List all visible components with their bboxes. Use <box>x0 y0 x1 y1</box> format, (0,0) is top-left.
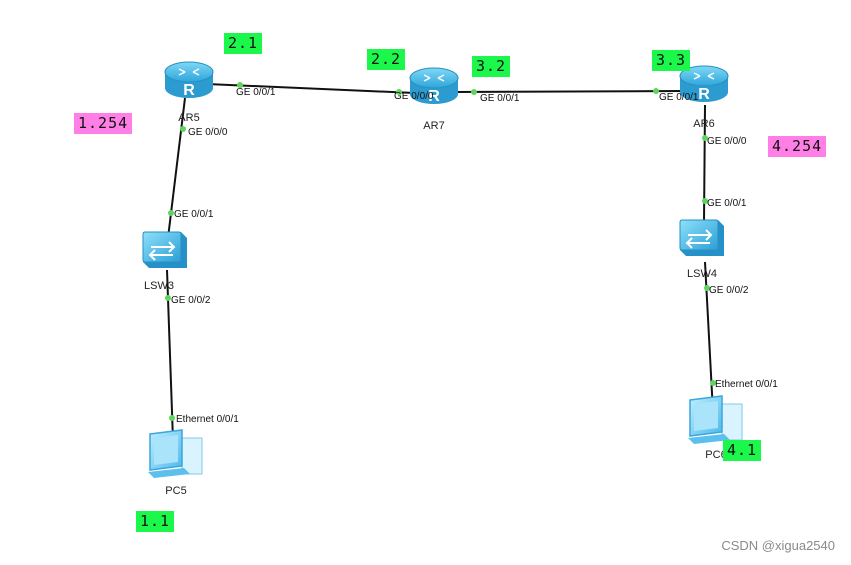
switch-icon <box>679 219 724 256</box>
port-label-pc5-eth: Ethernet 0/0/1 <box>176 414 239 425</box>
ip-label-ar6-wan: 3.3 <box>652 50 691 71</box>
router-ar6[interactable]: R AR6 <box>679 65 729 130</box>
port-dot <box>471 89 477 95</box>
port-label-ar6-ge001: GE 0/0/1 <box>659 92 699 103</box>
port-label-lsw3-ge001: GE 0/0/1 <box>174 209 214 220</box>
svg-text:R: R <box>183 82 195 99</box>
port-dot <box>169 415 175 421</box>
router-ar5[interactable]: R AR5 <box>164 61 214 124</box>
pc-icon <box>688 395 743 444</box>
port-dot <box>237 82 243 88</box>
port-label-ar5-ge000: GE 0/0/0 <box>188 127 228 138</box>
link-ar7-ar6[interactable] <box>454 90 684 93</box>
port-dot <box>168 210 174 216</box>
port-label-pc6-eth: Ethernet 0/0/1 <box>715 379 778 390</box>
pc-pc6[interactable]: PC6 <box>688 395 743 461</box>
links <box>166 83 714 441</box>
router-ar7[interactable]: R AR7 <box>409 67 459 132</box>
device-label-ar6: AR6 <box>693 118 714 130</box>
port-label-lsw4-ge002: GE 0/0/2 <box>709 285 749 296</box>
port-dot <box>653 88 659 94</box>
svg-text:R: R <box>698 86 710 103</box>
router-icon: R <box>164 61 214 99</box>
port-dot <box>165 295 171 301</box>
device-label-lsw3: LSW3 <box>144 280 174 292</box>
port-dot <box>180 126 186 132</box>
port-dot <box>702 198 708 204</box>
port-label-ar6-ge000: GE 0/0/0 <box>707 136 747 147</box>
port-labels: GE 0/0/1 GE 0/0/0 GE 0/0/0 GE 0/0/1 GE 0… <box>171 87 778 425</box>
port-dot <box>710 380 716 386</box>
port-dots <box>165 82 716 421</box>
ip-label-ar5-lan: 1.254 <box>74 113 133 134</box>
ip-label-ar6-lan: 4.254 <box>768 136 827 157</box>
watermark: CSDN @xigua2540 <box>721 538 835 553</box>
pc-pc5[interactable]: PC5 <box>148 429 203 497</box>
switch-icon <box>142 231 187 268</box>
switch-lsw4[interactable]: LSW4 <box>679 219 724 280</box>
ip-label-ar7-left: 2.2 <box>367 49 406 70</box>
device-label-lsw4: LSW4 <box>687 268 717 280</box>
device-label-pc6: PC6 <box>705 449 726 461</box>
ip-label-ar5-wan: 2.1 <box>224 33 263 54</box>
port-label-ar5-ge001: GE 0/0/1 <box>236 87 276 98</box>
router-icon: R <box>679 65 729 103</box>
device-label-pc5: PC5 <box>165 485 186 497</box>
port-dot <box>702 135 708 141</box>
port-dot <box>396 89 402 95</box>
port-label-ar7-ge001: GE 0/0/1 <box>480 93 520 104</box>
port-label-lsw3-ge002: GE 0/0/2 <box>171 295 211 306</box>
pc-icon <box>148 429 203 478</box>
switch-lsw3[interactable]: LSW3 <box>142 231 187 292</box>
ip-label-pc6: 4.1 <box>723 440 762 461</box>
svg-text:R: R <box>428 88 440 105</box>
port-label-ar7-ge000: GE 0/0/0 <box>394 91 434 102</box>
ip-label-pc5: 1.1 <box>136 511 175 532</box>
ip-label-ar7-right: 3.2 <box>472 56 511 77</box>
port-label-lsw4-ge001: GE 0/0/1 <box>707 198 747 209</box>
device-label-ar5: AR5 <box>178 112 199 124</box>
router-icon: R <box>409 67 459 105</box>
device-label-ar7: AR7 <box>423 120 444 132</box>
port-dot <box>704 285 710 291</box>
